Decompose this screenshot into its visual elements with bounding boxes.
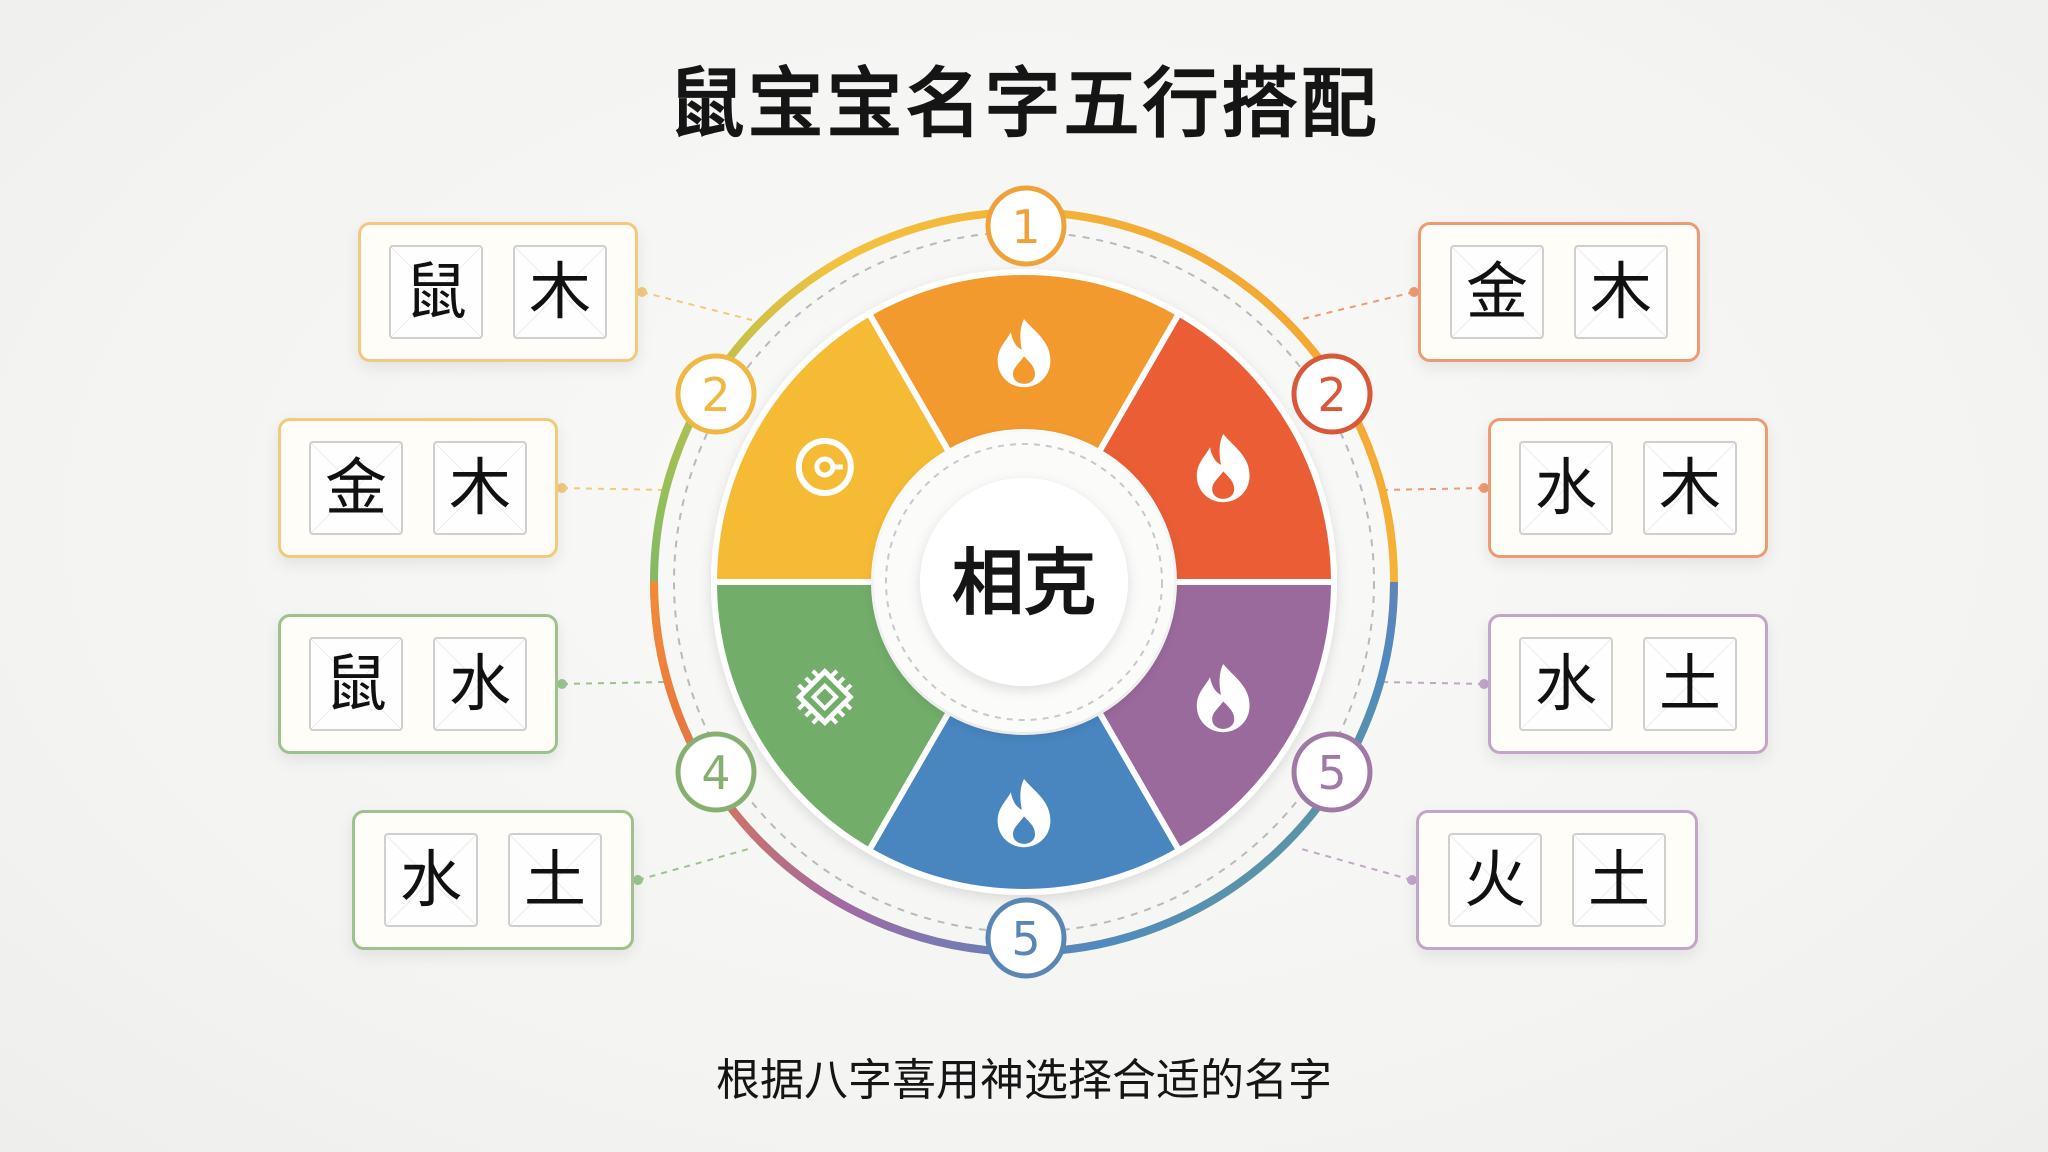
connector-dot: [557, 679, 567, 689]
subtitle: 根据八字喜用神选择合适的名字: [716, 1055, 1332, 1106]
connector-line: [1297, 291, 1415, 321]
connector-dot: [637, 287, 647, 297]
right-name-card: 金木: [1418, 222, 1700, 362]
connector-line: [561, 681, 666, 685]
name-char: 土: [508, 833, 602, 927]
number-badge: 5: [985, 897, 1067, 979]
number-badge-label: 4: [701, 746, 730, 800]
flame-icon: [997, 779, 1051, 848]
name-char: 木: [433, 441, 527, 535]
left-name-card: 金木: [278, 418, 558, 558]
segment-icons: [795, 319, 1250, 848]
flame-icon: [1196, 434, 1250, 503]
connector-dot: [1407, 875, 1417, 885]
number-badge: 5: [1291, 731, 1373, 813]
connector-line: [637, 847, 753, 881]
name-char: 木: [513, 245, 607, 339]
number-badges: 1 2 2 4 5 5: [675, 185, 1373, 979]
name-char: 木: [1574, 245, 1668, 339]
right-name-card: 水土: [1488, 614, 1768, 754]
name-char: 水: [384, 833, 478, 927]
name-char: 土: [1572, 833, 1666, 927]
connector-dot: [633, 875, 643, 885]
left-name-card: 水土: [352, 810, 634, 950]
connector-dot: [1479, 679, 1489, 689]
connector-line: [1297, 847, 1413, 881]
name-char: 水: [433, 637, 527, 731]
name-char: 土: [1643, 637, 1737, 731]
number-badge-label: 5: [1011, 912, 1040, 966]
center-disc: [920, 478, 1128, 686]
number-badge: 4: [675, 731, 757, 813]
connector-line: [1381, 487, 1485, 491]
connector-line: [561, 487, 666, 491]
number-badge-label: 5: [1317, 746, 1346, 800]
right-name-card: 火土: [1416, 810, 1698, 950]
name-char: 金: [309, 441, 403, 535]
left-name-card: 鼠水: [278, 614, 558, 754]
name-char: 火: [1448, 833, 1542, 927]
name-char: 鼠: [309, 637, 403, 731]
name-char: 水: [1519, 441, 1613, 535]
name-char: 木: [1643, 441, 1737, 535]
name-char: 鼠: [389, 245, 483, 339]
connector-line: [1381, 681, 1485, 685]
number-badge: 1: [985, 185, 1067, 267]
connector-dot: [1409, 287, 1419, 297]
page-title: 鼠宝宝名字五行搭配: [668, 59, 1380, 148]
number-badge: 2: [1291, 353, 1373, 435]
connector-line: [641, 291, 753, 321]
left-name-card: 鼠木: [358, 222, 638, 362]
number-badge-label: 1: [1011, 200, 1040, 254]
connector-dot: [1479, 483, 1489, 493]
connector-dot: [557, 483, 567, 493]
number-badge-label: 2: [1317, 368, 1346, 422]
flame-icon: [1196, 664, 1250, 733]
center-label: 相克: [952, 541, 1096, 625]
connector-lines: [557, 287, 1489, 885]
chip-icon: [795, 668, 854, 726]
coin-icon: [795, 438, 854, 496]
name-char: 金: [1450, 245, 1544, 339]
number-badge-label: 2: [701, 368, 730, 422]
inner-dashed-ring: [885, 443, 1163, 721]
name-char: 水: [1519, 637, 1613, 731]
number-badge: 2: [675, 353, 757, 435]
flame-icon: [997, 319, 1051, 388]
right-name-card: 水木: [1488, 418, 1768, 558]
